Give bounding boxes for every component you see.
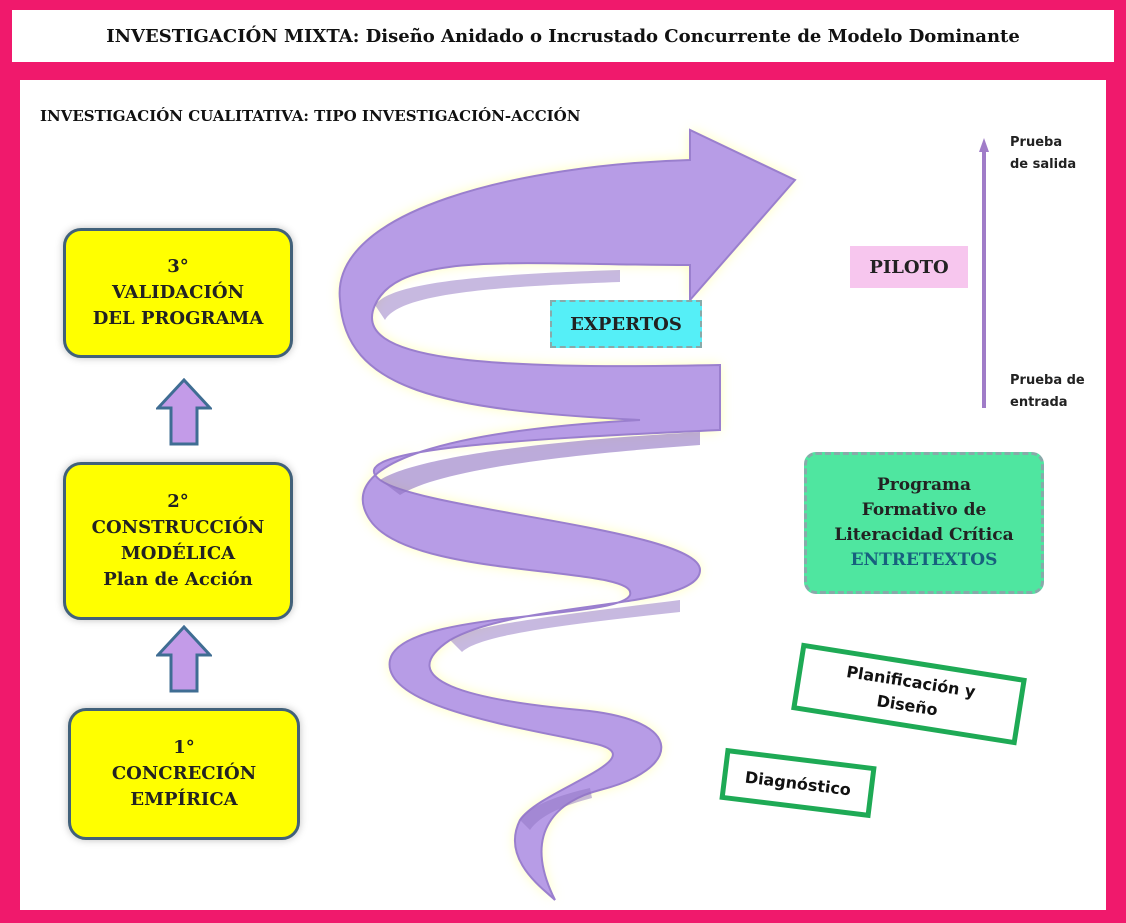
stage-3-box: 3° VALIDACIÓN DEL PROGRAMA (63, 228, 293, 358)
up-arrow-icon (156, 625, 212, 693)
scale-arrowhead (979, 138, 989, 152)
programa-line: Formativo de (861, 500, 987, 520)
programa-box: Programa Formativo de Literacidad Crític… (804, 452, 1044, 594)
stage-2-line: Plan de Acción (103, 569, 253, 590)
diagram-title: INVESTIGACIÓN MIXTA: Diseño Anidado o In… (106, 25, 1020, 47)
spiral-shade-2 (375, 270, 620, 320)
programa-line: Programa (877, 475, 971, 495)
prueba-salida-line: de salida (1010, 157, 1077, 172)
title-box: INVESTIGACIÓN MIXTA: Diseño Anidado o In… (12, 10, 1114, 62)
stage-1-box: 1° CONCRECIÓN EMPÍRICA (68, 708, 300, 840)
spiral-shade-3 (450, 600, 680, 652)
spiral-shade-1 (380, 432, 700, 495)
expertos-label: EXPERTOS (550, 300, 702, 348)
stage-1-line: CONCRECIÓN (111, 763, 257, 784)
prueba-entrada-label: Prueba de entrada (1010, 370, 1085, 414)
programa-line: Literacidad Crítica (834, 525, 1014, 545)
diagram-subtitle: INVESTIGACIÓN CUALITATIVA: TIPO INVESTIG… (40, 107, 581, 125)
stage-1-line: EMPÍRICA (130, 789, 238, 810)
stage-1-line: 1° (173, 737, 195, 758)
piloto-label: PILOTO (850, 246, 968, 288)
spiral-shade-4 (520, 788, 592, 830)
prueba-entrada-line: Prueba de (1010, 373, 1085, 388)
stage-3-line: VALIDACIÓN (111, 282, 245, 303)
up-arrow-icon (156, 378, 212, 446)
stage-2-line: 2° (167, 491, 189, 512)
stage-2-line: CONSTRUCCIÓN (91, 517, 265, 538)
programa-name: ENTRETEXTOS (850, 550, 998, 570)
stage-2-box: 2° CONSTRUCCIÓN MODÉLICA Plan de Acción (63, 462, 293, 620)
stage-3-line: 3° (167, 256, 189, 277)
stage-3-line: DEL PROGRAMA (92, 308, 264, 329)
prueba-salida-line: Prueba (1010, 135, 1063, 150)
prueba-salida-label: Prueba de salida (1010, 132, 1076, 176)
prueba-entrada-line: entrada (1010, 395, 1068, 410)
stage-2-line: MODÉLICA (120, 543, 236, 564)
